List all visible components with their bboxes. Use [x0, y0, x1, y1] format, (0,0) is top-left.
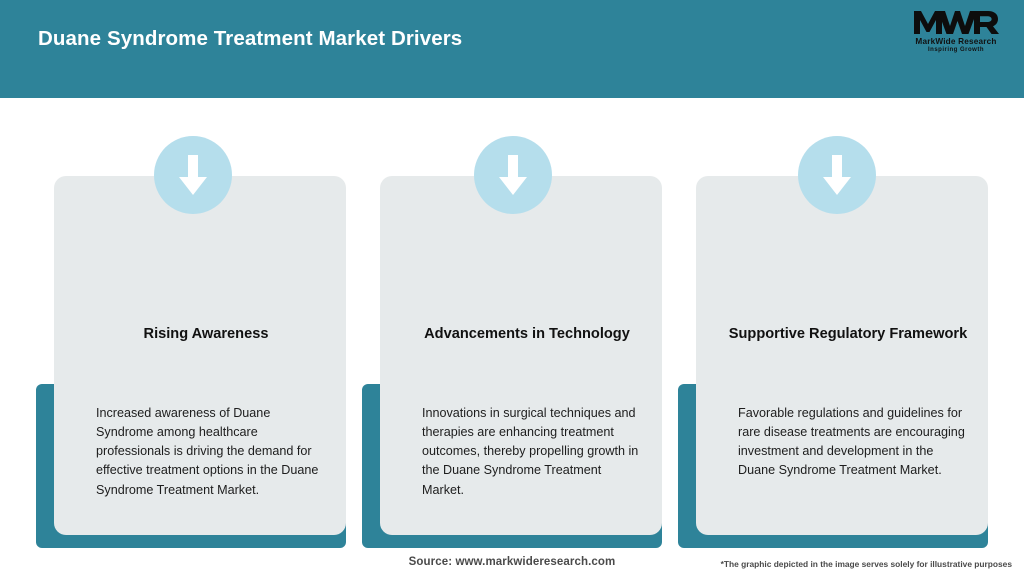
mwr-logo-icon: [914, 11, 999, 34]
page-header: Duane Syndrome Treatment Market Drivers …: [0, 0, 1024, 98]
arrow-down-glyph: [179, 155, 207, 195]
arrow-down-icon: [154, 136, 232, 214]
source-label: Source: www.markwideresearch.com: [408, 556, 616, 568]
card-surface: Supportive Regulatory Framework Favorabl…: [696, 176, 988, 535]
arrow-down-icon: [798, 136, 876, 214]
driver-card-1: Rising Awareness Increased awareness of …: [36, 98, 346, 548]
drivers-card-row: Rising Awareness Increased awareness of …: [0, 98, 1024, 548]
card-body-text: Innovations in surgical techniques and t…: [422, 406, 639, 497]
card-title: Supportive Regulatory Framework: [728, 326, 968, 342]
page-title: Duane Syndrome Treatment Market Drivers: [38, 27, 463, 50]
arrow-down-glyph: [499, 155, 527, 195]
driver-card-2: Advancements in Technology Innovations i…: [362, 98, 662, 548]
logo-tagline: Inspiring Growth: [928, 47, 984, 53]
card-body-text: Increased awareness of Duane Syndrome am…: [96, 406, 319, 497]
arrow-down-glyph: [823, 155, 851, 195]
arrow-down-icon: [474, 136, 552, 214]
driver-card-3: Supportive Regulatory Framework Favorabl…: [678, 98, 988, 548]
card-body-text: Favorable regulations and guidelines for…: [738, 406, 965, 478]
card-surface: Advancements in Technology Innovations i…: [380, 176, 662, 535]
card-surface: Rising Awareness Increased awareness of …: [54, 176, 346, 535]
disclaimer-note: *The graphic depicted in the image serve…: [720, 559, 1012, 569]
brand-logo: MarkWide Research Inspiring Growth: [904, 8, 1008, 56]
card-title: Rising Awareness: [143, 326, 269, 342]
card-title: Advancements in Technology: [424, 326, 630, 342]
logo-company-name: MarkWide Research: [915, 37, 997, 46]
